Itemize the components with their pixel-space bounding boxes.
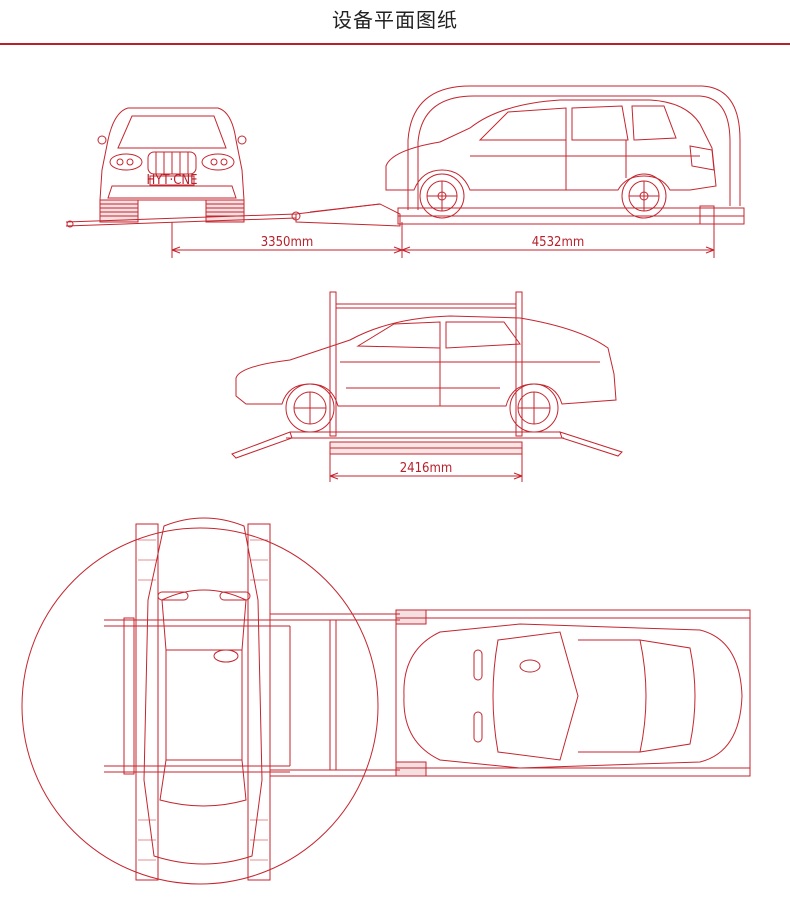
view-sedan-side (231, 291, 623, 482)
plate-badge: HYT·CNE (146, 173, 197, 188)
dim-lift-length: 4532mm (532, 235, 585, 250)
header-rule (0, 43, 790, 45)
view-front-and-side: HYT·CNE (65, 85, 745, 258)
dimension-lines-1 (171, 222, 715, 258)
dim-sedan-wheelbase: 2416mm (400, 461, 453, 476)
side-view-suv (295, 85, 745, 227)
dim-front-to-lift: 3350mm (261, 235, 314, 250)
view-top-plan (21, 517, 751, 885)
page-title: 设备平面图纸 (332, 8, 458, 32)
front-view-car: HYT·CNE (65, 107, 301, 228)
